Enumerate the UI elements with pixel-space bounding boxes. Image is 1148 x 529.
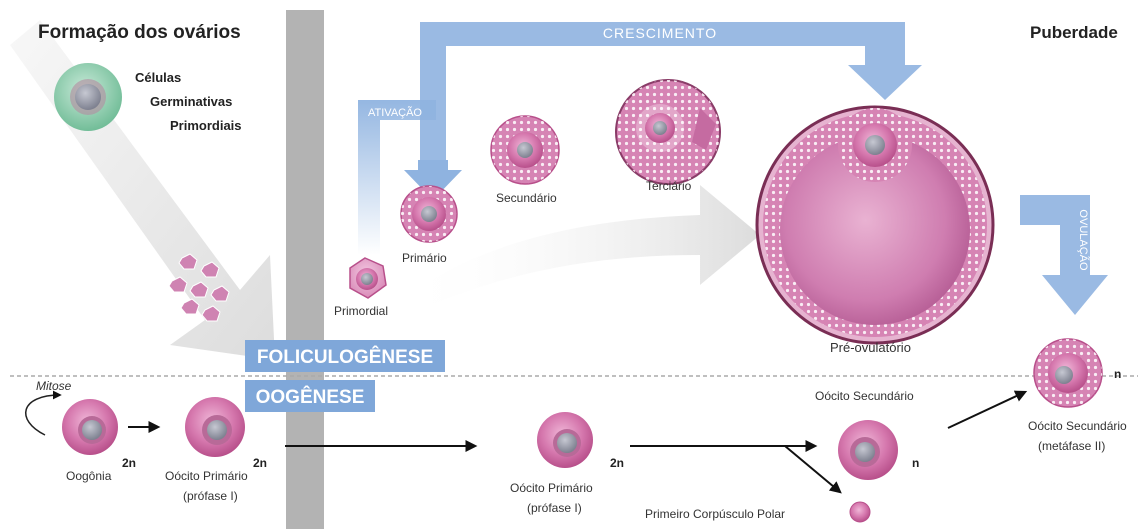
vertical-divider [286,10,324,529]
mitosis-arrow [26,395,60,435]
primary-oocyte-2-label: Oócito Primário [510,481,593,495]
primary-oocyte-2-sublabel: (prófase I) [527,501,582,515]
primordial-germ-cell [54,63,122,131]
foliculogenese-label: FOLICULOGÊNESE [257,346,433,368]
ploidy-n-secondary: n [912,456,919,470]
secondary-label: Secundário [496,191,557,205]
secondary-oocyte [838,420,898,480]
mitosis-label: Mitose [36,379,72,393]
oogenese-label: OOGÊNESE [256,386,365,408]
ploidy-2n-oogonia: 2n [122,456,136,470]
oogonia-label: Oogônia [66,469,112,483]
primary-label: Primário [402,251,447,265]
secondary-oocyte-label: Oócito Secundário [815,389,914,403]
right-title: Puberdade [1030,23,1118,42]
primordial-label: Primordial [334,304,388,318]
primordial-follicle [350,258,386,298]
tertiary-label: Terciário [646,179,692,193]
germ-cells-label-1: Células [135,70,181,85]
primary-oocyte-2 [537,412,593,468]
growth-arrow-label: CRESCIMENTO [603,25,717,41]
ploidy-2n-primary-1: 2n [253,456,267,470]
activation-arrow-label: ATIVAÇÃO [368,106,422,119]
metaphase-oocyte-sublabel: (metáfase II) [1038,439,1105,453]
primary-oocyte-1-sublabel: (prófase I) [183,489,238,503]
ploidy-2n-primary-2: 2n [610,456,624,470]
germ-cells-label-3: Primordiais [170,118,242,133]
secondary-oocyte-metaphase [1034,339,1102,407]
ovulation-arrow-label: OVULAÇÃO [1077,209,1090,271]
polar-body-label: Primeiro Corpúsculo Polar [645,507,785,521]
arrow-to-metaphase-ii [948,392,1025,428]
metaphase-oocyte-label: Oócito Secundário [1028,419,1127,433]
pre-ovulatory-label: Pré-ovulatório [830,340,911,355]
arrow-to-polar-body [785,446,840,492]
tertiary-follicle [616,80,720,184]
secondary-follicle [491,116,559,184]
germ-cells-label-2: Germinativas [150,94,232,109]
oogonia-cell [62,399,118,455]
primary-oocyte-1 [185,397,245,457]
polar-body [850,502,870,522]
primary-oocyte-1-label: Oócito Primário [165,469,248,483]
ovulation-arrow [1020,195,1108,315]
ploidy-n-metaphase: n [1114,367,1121,381]
left-title: Formação dos ovários [38,22,241,43]
primary-follicle [401,186,457,242]
pre-ovulatory-follicle [757,107,993,343]
